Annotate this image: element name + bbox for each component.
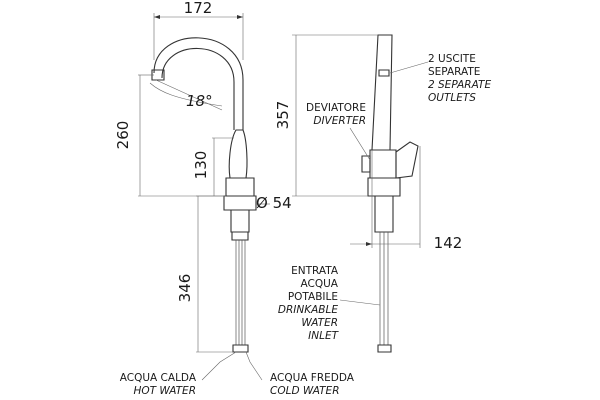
side-view [361,34,419,353]
inlet-en-line1: DRINKABLE [278,304,338,316]
outlets-en-line1: 2 SEPARATE [428,79,491,91]
front-spout-inner [161,48,235,130]
inlet-it-line3: POTABILE [288,291,338,303]
front-hose-ends [232,344,249,353]
angle-arc [149,82,223,107]
cold-water-it: ACQUA FREDDA [270,372,355,384]
angle-ray [155,79,223,111]
dim-142-label: 142 [434,234,463,252]
side-hose-end [377,344,392,353]
hot-water-en: HOT WATER [133,385,196,397]
dim-130-label: 130 [192,151,210,180]
dim-angle-label: 18° [186,92,213,110]
front-shank [230,209,250,233]
dim-357-label: 357 [274,101,292,130]
front-base [223,195,257,211]
inlet-leader [339,299,381,306]
front-dimensions [138,13,270,381]
front-spout-tip [151,69,165,81]
outlets-it-line2: SEPARATE [428,66,480,78]
dim-172-label: 172 [184,0,213,17]
dim-172-arrow-left [154,15,160,19]
cold-water-en: COLD WATER [270,385,340,397]
front-body [225,177,255,197]
front-lever [228,129,248,179]
diverter-it: DEVIATORE [306,102,366,114]
cold-water-leader [245,351,263,381]
side-spout [371,34,393,151]
dim-260-label: 260 [114,121,132,150]
dim-142-arrow [366,242,372,246]
hot-water-leader [201,351,237,381]
diverter-en: DIVERTER [313,115,366,127]
dim-54-label: Ø 54 [256,194,292,212]
inlet-it-line1: ENTRATA [291,265,339,277]
front-view [151,37,257,353]
hot-water-it: ACQUA CALDA [120,372,197,384]
outlets-it-line1: 2 USCITE [428,53,476,65]
front-nut [231,231,249,241]
dim-346-label: 346 [176,274,194,303]
side-dimensions [292,34,429,306]
side-lever [395,141,419,179]
inlet-en-line2: WATER [301,317,338,329]
diverter-leader [349,127,371,161]
side-body [369,149,397,179]
dim-172-arrow-right [237,15,243,19]
side-base [367,177,401,197]
front-spout-outer [153,37,244,130]
outlets-en-line2: OUTLETS [428,92,476,104]
inlet-en-line3: INLET [308,330,339,342]
side-shank [374,195,394,233]
side-spout-outlet [378,69,390,77]
inlet-it-line2: ACQUA [301,278,339,290]
outlets-leader [389,61,429,74]
